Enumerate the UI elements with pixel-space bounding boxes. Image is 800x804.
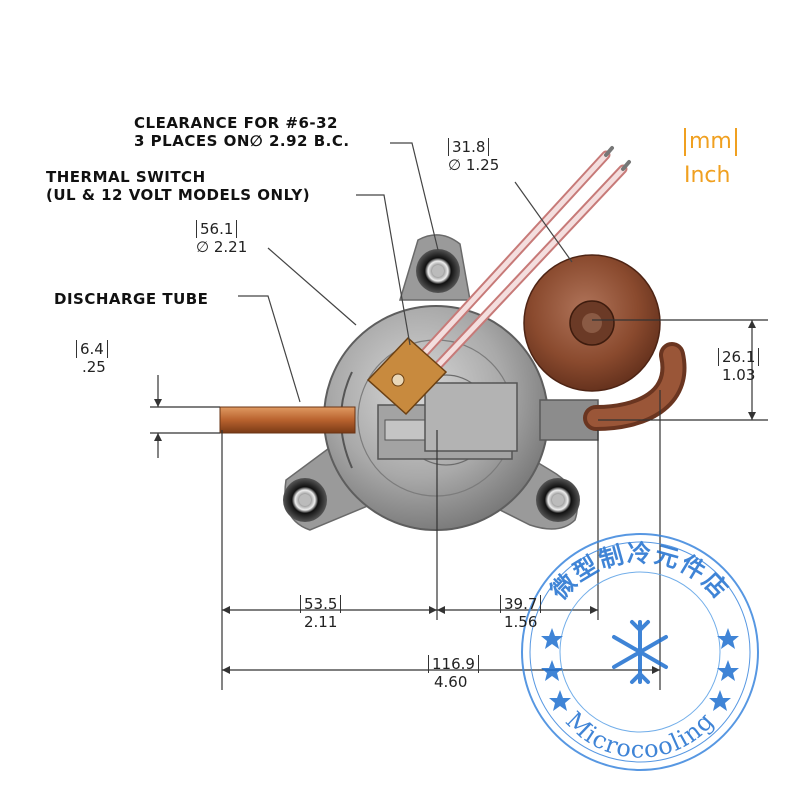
thermal-switch: [366, 336, 448, 416]
dim-right-width-inch: 1.56: [504, 613, 538, 631]
discharge-tube-pipe: [219, 406, 356, 434]
dim-wire-dia-mm: 31.8: [448, 138, 490, 156]
dim-right-width-mm: 39.7: [500, 595, 542, 613]
star-icons: [541, 628, 739, 711]
dim-left-width: 53.5 2.11: [300, 595, 342, 631]
thermal-line2: (UL & 12 VOLT MODELS ONLY): [46, 186, 311, 204]
dim-left-width-mm: 53.5: [300, 595, 342, 613]
accumulator-bulb: [523, 254, 661, 392]
watermark-chinese: 微型制冷元件店: [545, 539, 733, 605]
snowflake-icon: [612, 620, 668, 684]
clearance-line2: 3 PLACES ON∅ 2.92 B.C.: [134, 132, 350, 150]
dim-right-width: 39.7 1.56: [500, 595, 542, 631]
discharge-tube-label: DISCHARGE TUBE: [54, 290, 209, 308]
mount-hole-left: [283, 478, 327, 522]
lead-wires: [413, 146, 631, 377]
dim-body-dia: 56.1 ∅ 2.21: [196, 220, 247, 256]
dim-suction-offset-inch: 1.03: [722, 366, 756, 384]
dimension-lines: [150, 319, 768, 690]
dim-overall-width: 116.9 4.60: [428, 655, 479, 691]
dim-tube-dia: 6.4 .25: [76, 340, 108, 376]
terminal-block: [377, 382, 518, 460]
svg-text:微型制冷元件店: 微型制冷元件店: [545, 539, 735, 605]
clearance-callout: CLEARANCE FOR #6-32 3 PLACES ON∅ 2.92 B.…: [134, 114, 350, 150]
dim-left-width-inch: 2.11: [304, 613, 338, 631]
units-legend-mm: mm: [684, 128, 737, 156]
dim-suction-offset-mm: 26.1: [718, 348, 760, 366]
watermark-stamp: 微型制冷元件店 Microcooling: [521, 533, 759, 771]
dim-body-dia-inch: ∅ 2.21: [196, 238, 248, 256]
dim-suction-offset: 26.1 1.03: [718, 348, 760, 384]
dim-wire-dia-inch: ∅ 1.25: [448, 156, 500, 174]
dim-tube-dia-mm: 6.4: [76, 340, 108, 358]
mount-hole-top: [416, 249, 460, 293]
clearance-line1: CLEARANCE FOR #6-32: [134, 114, 338, 132]
units-legend: mm Inch: [684, 128, 737, 190]
dim-overall-width-inch: 4.60: [434, 673, 468, 691]
dim-tube-dia-inch: .25: [82, 358, 106, 376]
thermal-line1: THERMAL SWITCH: [46, 168, 206, 186]
suction-tube: [539, 342, 687, 441]
thermal-switch-callout: THERMAL SWITCH (UL & 12 VOLT MODELS ONLY…: [46, 168, 310, 204]
leader-lines: [238, 142, 573, 403]
mount-hole-right: [536, 478, 580, 522]
dim-body-dia-mm: 56.1: [196, 220, 238, 238]
dim-wire-dia: 31.8 ∅ 1.25: [448, 138, 499, 174]
dim-overall-width-mm: 116.9: [428, 655, 479, 673]
units-legend-inch: Inch: [684, 163, 731, 188]
